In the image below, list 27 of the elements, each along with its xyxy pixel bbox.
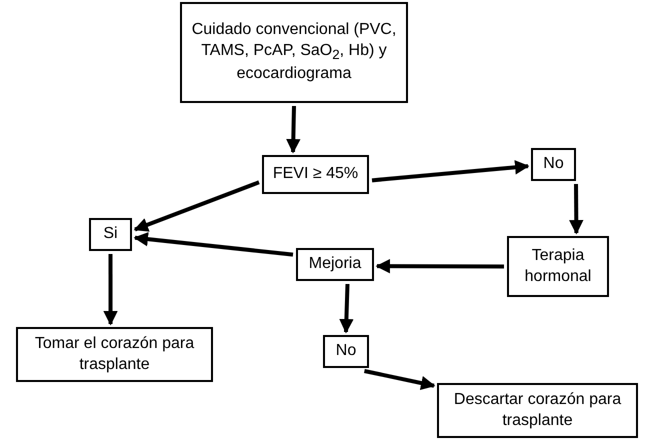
process-box [262, 155, 369, 194]
process-box [296, 248, 374, 281]
process-box [507, 236, 609, 297]
box-text: Descartar corazón para trasplante [452, 390, 622, 430]
arrow [134, 180, 260, 232]
box-text: Terapia hormonal [524, 246, 592, 286]
process-box [180, 2, 408, 103]
arrow [286, 106, 300, 154]
box-text: FEVI ≥ 45% [272, 164, 358, 184]
box-text: Cuidado convencional (PVC, TAMS, PcAP, SaO$_{2}$, Hb) y ecocardiograma [190, 20, 398, 84]
arrow [364, 369, 436, 390]
arrow [134, 232, 294, 257]
box-text: Tomar el corazón para trasplante [34, 334, 196, 374]
box-text: Si [103, 224, 118, 244]
arrow [339, 284, 354, 334]
process-box [437, 383, 638, 438]
process-box [531, 148, 576, 181]
process-box [16, 327, 213, 382]
box-text: Mejoria [308, 254, 362, 274]
box-text: No [336, 341, 356, 362]
process-box [89, 218, 132, 251]
box-text: No [543, 154, 564, 174]
arrow [372, 160, 530, 182]
process-box [323, 335, 369, 368]
arrow [569, 184, 584, 234]
arrow [103, 254, 118, 326]
arrow [376, 258, 504, 274]
